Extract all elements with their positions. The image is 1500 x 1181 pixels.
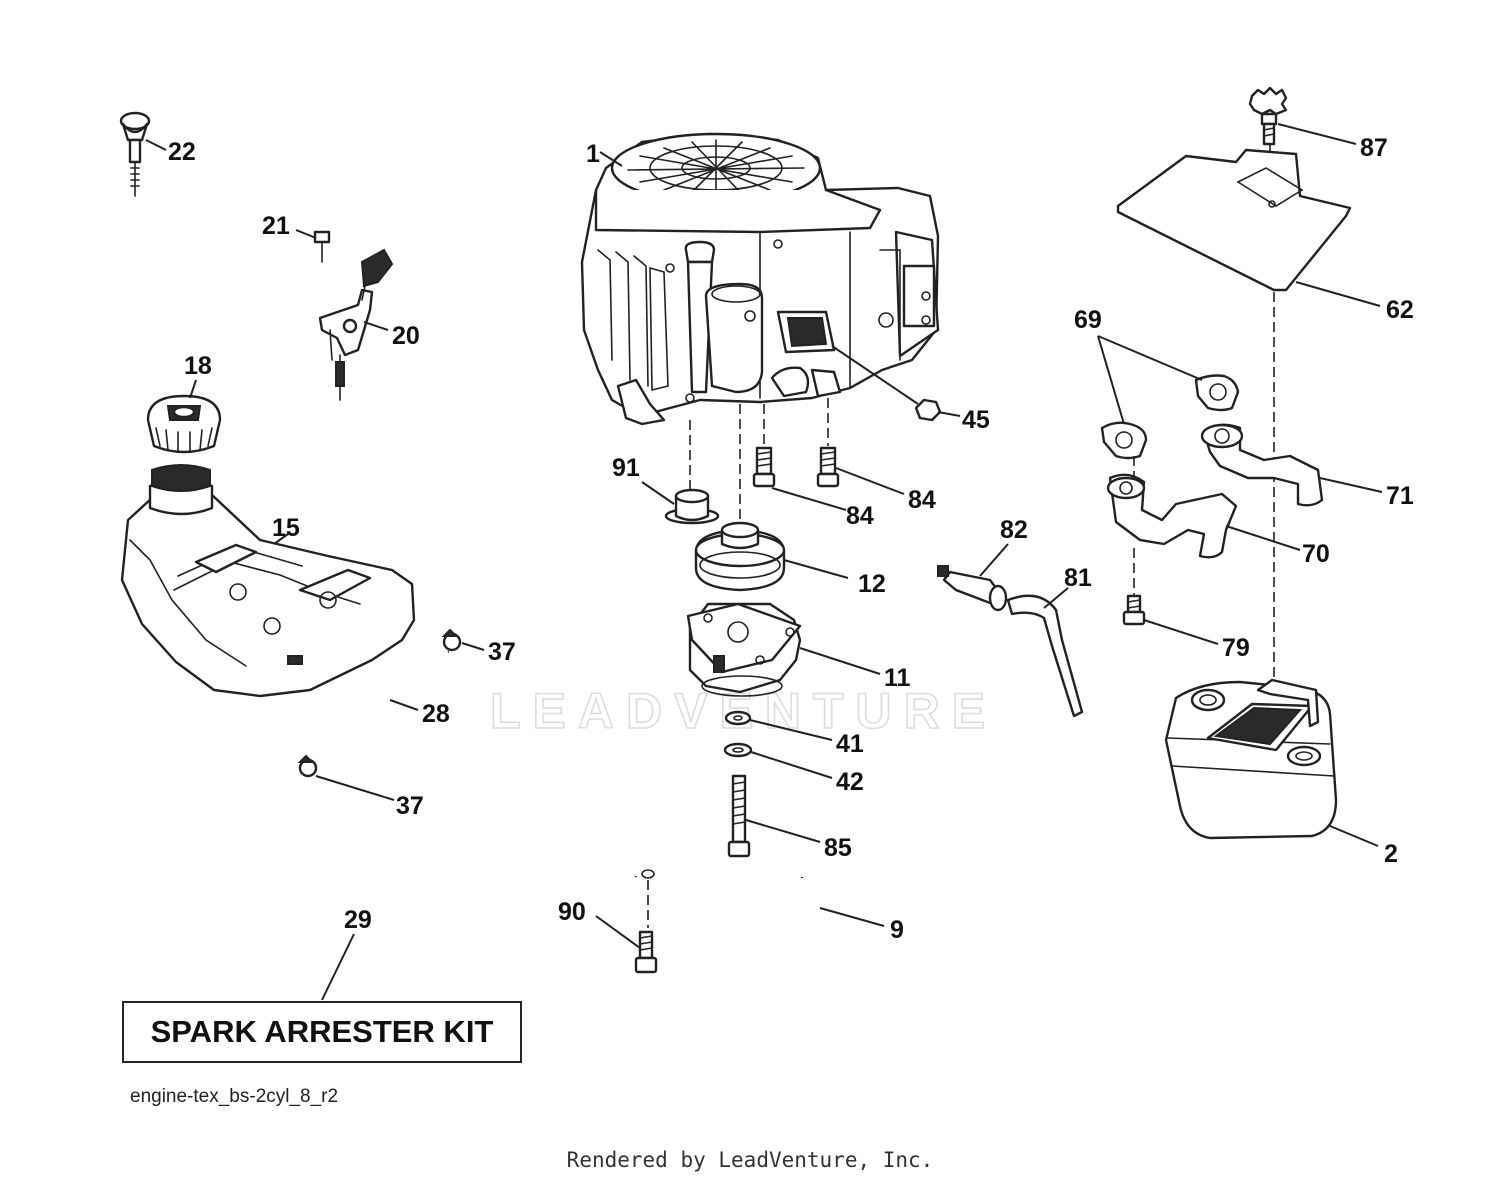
part-62-heat-shield[interactable] xyxy=(1116,148,1352,292)
part-28-fuel-line[interactable] xyxy=(314,650,450,772)
callout-81: 81 xyxy=(1064,564,1092,592)
callout-9: 9 xyxy=(890,916,904,944)
part-20-throttle-bracket[interactable] xyxy=(318,248,394,401)
callout-28: 28 xyxy=(422,700,450,728)
part-81-hose[interactable] xyxy=(1006,594,1084,718)
callout-37-upper: 37 xyxy=(488,638,516,666)
part-85-bolt[interactable] xyxy=(727,774,751,858)
spark-arrester-kit-label[interactable]: SPARK ARRESTER KIT xyxy=(122,1001,522,1063)
callout-1: 1 xyxy=(586,140,600,168)
part-11-pto-clutch[interactable] xyxy=(686,602,802,697)
part-91-bushing[interactable] xyxy=(664,488,720,525)
callout-79: 79 xyxy=(1222,634,1250,662)
part-18-fuel-cap[interactable] xyxy=(146,394,222,454)
part-87-screw[interactable] xyxy=(1248,86,1288,146)
callout-84-left: 84 xyxy=(846,502,874,530)
part-2-muffler[interactable] xyxy=(1164,678,1338,840)
callout-84-right: 84 xyxy=(908,486,936,514)
callout-15: 15 xyxy=(272,514,300,542)
callout-42: 42 xyxy=(836,768,864,796)
part-71-exhaust-pipe[interactable] xyxy=(1200,423,1324,507)
callout-87: 87 xyxy=(1360,134,1388,162)
callout-18: 18 xyxy=(184,352,212,380)
part-84-bolt-left[interactable] xyxy=(752,446,776,488)
callout-41: 41 xyxy=(836,730,864,758)
callout-11: 11 xyxy=(884,664,911,692)
diagram-code: engine-tex_bs-2cyl_8_r2 xyxy=(130,1086,339,1107)
callout-29: 29 xyxy=(344,906,372,934)
callout-91: 91 xyxy=(612,454,640,482)
callout-45: 45 xyxy=(962,406,990,434)
callout-85: 85 xyxy=(824,834,852,862)
callout-21: 21 xyxy=(262,212,290,240)
part-70-exhaust-pipe[interactable] xyxy=(1106,473,1238,559)
part-1-engine[interactable] xyxy=(580,132,940,426)
part-45-nut[interactable] xyxy=(914,398,942,422)
callout-69: 69 xyxy=(1074,306,1102,334)
part-82-breather[interactable] xyxy=(937,565,1008,612)
callout-82: 82 xyxy=(1000,516,1028,544)
callout-12: 12 xyxy=(858,570,886,598)
callout-62: 62 xyxy=(1386,296,1414,324)
callout-90: 90 xyxy=(558,898,586,926)
part-84-bolt-right[interactable] xyxy=(816,446,840,488)
part-22-choke-knob[interactable] xyxy=(119,111,151,197)
callout-37-lower: 37 xyxy=(396,792,424,820)
part-41-washer[interactable] xyxy=(724,710,752,726)
part-90-bolt[interactable] xyxy=(634,930,658,974)
part-29-leader xyxy=(321,933,355,1001)
callout-2: 2 xyxy=(1384,840,1398,868)
part-79-bolt[interactable] xyxy=(1122,594,1146,626)
callout-71: 71 xyxy=(1386,482,1414,510)
part-42-washer[interactable] xyxy=(723,742,753,758)
part-37-clamp-upper[interactable] xyxy=(441,628,462,652)
part-37-clamp-lower[interactable] xyxy=(297,754,318,778)
part-12-pulley[interactable] xyxy=(694,521,786,592)
part-9-bracket-rod[interactable] xyxy=(634,868,860,968)
callout-22: 22 xyxy=(168,138,196,166)
callout-70: 70 xyxy=(1302,540,1330,568)
part-21-bolt[interactable] xyxy=(313,230,331,263)
part-69-gasket-rear[interactable] xyxy=(1194,374,1240,412)
part-15-fuel-tank[interactable] xyxy=(120,464,416,698)
footer-credit: Rendered by LeadVenture, Inc. xyxy=(566,1148,934,1172)
callout-20: 20 xyxy=(392,322,420,350)
part-69-gasket-front[interactable] xyxy=(1100,421,1148,460)
